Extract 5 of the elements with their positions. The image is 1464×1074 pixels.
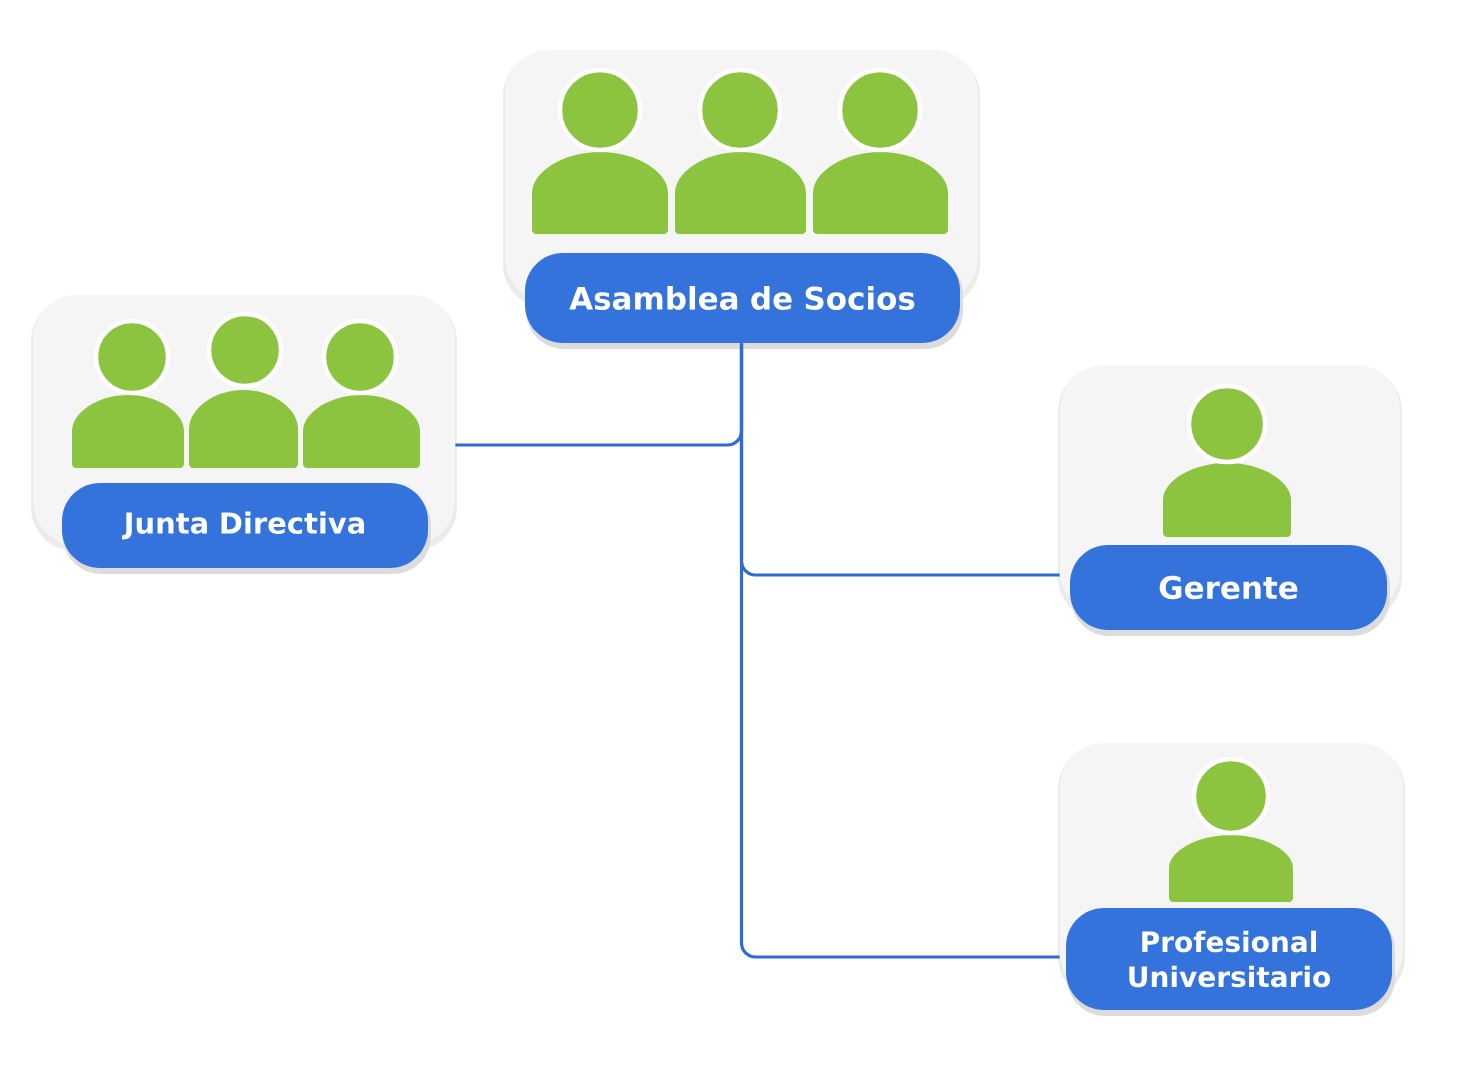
label-box: Profesional Universitario — [1066, 908, 1395, 1016]
label-box: Gerente — [1070, 545, 1390, 636]
label-box: Junta Directiva — [62, 483, 431, 574]
connector-line — [739, 343, 1060, 959]
label-box: Asamblea de Socios — [525, 253, 963, 349]
